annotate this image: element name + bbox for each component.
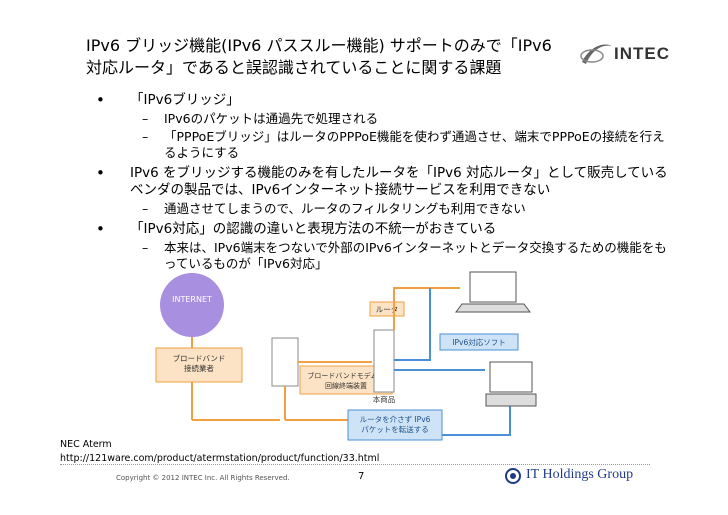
title-line-2: 対応ルータ」であると誤認識されていることに関する課題 — [86, 58, 502, 77]
it-holdings-text: IT Holdings Group — [526, 467, 634, 482]
ipv6-soft-tag — [439, 333, 519, 351]
product-label: 本商品 — [373, 394, 396, 404]
it-holdings-logo: IT Holdings Group — [504, 466, 654, 486]
bullet-item: • 「IPv6ブリッジ」 — [92, 92, 672, 109]
sub-bullet-text: 通過させてしまうので、ルータのフィルタリングも利用できない — [164, 201, 526, 216]
intec-logo: INTEC — [578, 36, 696, 72]
isp-label: ブロードバンド接続業者 — [173, 353, 226, 373]
ipv6-soft-label: IPv6対応ソフト — [452, 337, 505, 347]
sub-bullet-dash: – — [142, 201, 149, 216]
laptop-base — [455, 303, 531, 313]
sub-bullet-dash: – — [142, 111, 149, 126]
internet-label: INTERNET — [172, 295, 212, 304]
modem-box — [271, 337, 299, 387]
footer-divider — [60, 464, 650, 465]
source-caption: NEC Aterm http://121ware.com/product/ate… — [60, 438, 379, 466]
bullet-list: •「IPv6ブリッジ」–IPv6のパケットは通過先で処理される–「PPPoEブリ… — [92, 88, 672, 272]
caption-url[interactable]: http://121ware.com/product/atermstation/… — [60, 453, 380, 464]
bullet-item: • IPv6 をブリッジする機能のみを有したルータを「IPv6 対応ルータ」として… — [92, 165, 672, 199]
pc-monitor — [489, 361, 533, 393]
sub-bullet-item: –通過させてしまうので、ルータのフィルタリングも利用できない — [92, 201, 672, 217]
bullet-dot: • — [96, 91, 105, 109]
bullet-text: 「IPv6対応」の認識の違いと表現方法の不統一がおきている — [130, 221, 497, 237]
pass-through-tag — [347, 409, 443, 441]
sub-bullet-text: 本来は、IPv6端末をつないで外部のIPv6インターネットとデータ交換するための… — [164, 240, 667, 271]
internet-cloud — [160, 273, 224, 337]
intec-logo-text: INTEC — [614, 44, 670, 63]
isp-tag — [155, 347, 243, 383]
bullet-dot: • — [96, 164, 105, 182]
slide-title: IPv6 ブリッジ機能(IPv6 パススルー機能) サポートのみで「IPv6 対… — [86, 35, 566, 79]
sub-bullet-dash: – — [142, 240, 149, 255]
sub-bullet-item: –本来は、IPv6端末をつないで外部のIPv6インターネットとデータ交換するため… — [92, 240, 672, 272]
page-number: 7 — [358, 471, 365, 482]
laptop-screen — [469, 271, 517, 303]
bullet-text: 「IPv6ブリッジ」 — [130, 92, 240, 108]
sub-bullet-item: –「PPPoEブリッジ」はルータのPPPoE機能を使わず通過させ、端末でPPPo… — [92, 129, 672, 161]
intec-swoosh-icon — [580, 44, 612, 64]
bullet-item: • 「IPv6対応」の認識の違いと表現方法の不統一がおきている — [92, 221, 672, 238]
sub-bullet-text: IPv6のパケットは通過先で処理される — [164, 111, 379, 126]
pc-tower — [485, 393, 537, 407]
router-tag-label: ルータ — [376, 305, 399, 314]
bullet-dot: • — [96, 220, 105, 238]
caption-line-1: NEC Aterm — [60, 439, 112, 450]
router-device — [373, 329, 395, 393]
network-diagram: INTERNET ブロードバンド接続業者 ブロードバンドモデム／回線終端装置 ル… — [155, 271, 537, 441]
sub-bullet-item: –IPv6のパケットは通過先で処理される — [92, 111, 672, 127]
title-line-1: IPv6 ブリッジ機能(IPv6 パススルー機能) サポートのみで「IPv6 — [86, 36, 552, 55]
modem-label: ブロードバンドモデム／回線終端装置 — [307, 371, 384, 390]
it-holdings-mark-icon — [505, 468, 521, 484]
bullet-text: IPv6 をブリッジする機能のみを有したルータを「IPv6 対応ルータ」として販… — [130, 165, 668, 198]
sub-bullet-dash: – — [142, 129, 149, 144]
copyright: Copyright © 2012 INTEC Inc. All Rights R… — [116, 474, 290, 482]
router-tag — [369, 301, 405, 317]
sub-bullet-text: 「PPPoEブリッジ」はルータのPPPoE機能を使わず通過させ、端末でPPPoE… — [164, 129, 665, 160]
